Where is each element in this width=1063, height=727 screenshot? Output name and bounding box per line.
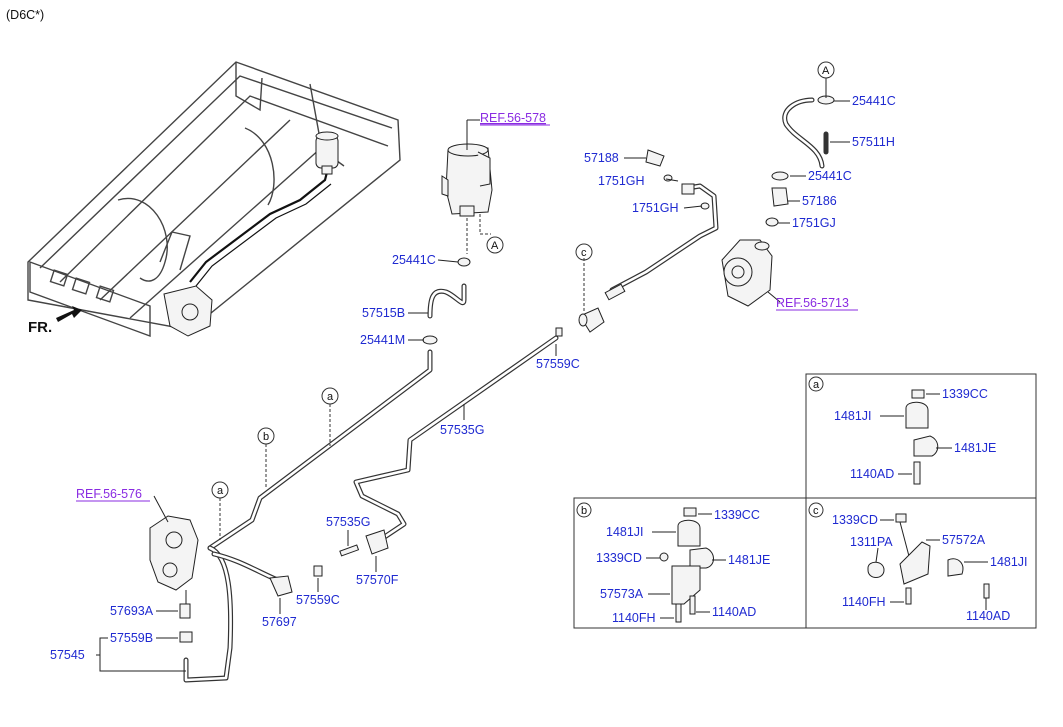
inset-a-1481JE[interactable]: 1481JE — [954, 441, 996, 455]
callout-a-upper — [321, 387, 339, 405]
part-57186[interactable]: 57186 — [802, 194, 837, 208]
part-57570F[interactable]: 57570F — [356, 573, 399, 587]
part-1751GH-2[interactable]: 1751GH — [632, 201, 679, 215]
inset-c-1140FH[interactable]: 1140FH — [842, 595, 886, 609]
inset-b-1339CC[interactable]: 1339CC — [714, 508, 760, 522]
callout-b-letter: b — [263, 431, 269, 443]
part-25441M[interactable]: 25441M — [360, 333, 405, 347]
inset-a-1339CC[interactable]: 1339CC — [942, 387, 988, 401]
inset-c-1481JI[interactable]: 1481JI — [990, 555, 1028, 569]
ref-56-5713-link[interactable]: REF.56-5713 — [776, 296, 849, 310]
part-1751GJ[interactable]: 1751GJ — [792, 216, 836, 230]
variant-label: (D6C*) — [6, 8, 44, 22]
ref-56-578-link[interactable]: REF.56-578 — [480, 111, 546, 125]
callout-A-mid-letter: A — [491, 240, 499, 252]
leaders — [96, 78, 850, 672]
inset-b-57573A[interactable]: 57573A — [600, 587, 644, 601]
part-25441C-mid[interactable]: 25441C — [808, 169, 852, 183]
callout-c — [575, 243, 593, 261]
callout-a-upper-letter: a — [327, 391, 334, 403]
part-57511H[interactable]: 57511H — [852, 135, 895, 149]
inset-a-1481JI[interactable]: 1481JI — [834, 409, 872, 423]
part-57535G-small[interactable]: 57535G — [326, 515, 370, 529]
inset-a-letter-circle — [808, 376, 824, 392]
callout-b — [257, 427, 275, 445]
inset-b-1481JI[interactable]: 1481JI — [606, 525, 644, 539]
inset-a-1140AD[interactable]: 1140AD — [850, 467, 894, 481]
inset-b-letter: b — [581, 505, 587, 517]
inset-c-letter-circle — [808, 502, 824, 518]
inset-c-1311PA[interactable]: 1311PA — [850, 535, 893, 549]
inset-c: c 1339CD 1311PA 57572A 1481JI 1140FH 114… — [805, 497, 1037, 629]
callout-a-lower-letter: a — [217, 485, 224, 497]
part-57188[interactable]: 57188 — [584, 151, 619, 165]
part-57559C-bottom[interactable]: 57559C — [296, 593, 340, 607]
part-25441C-left[interactable]: 25441C — [392, 253, 436, 267]
ref-56-576-link[interactable]: REF.56-576 — [76, 487, 142, 501]
small-fittings — [179, 95, 835, 643]
inset-b-1140FH[interactable]: 1140FH — [612, 611, 656, 625]
inset-c-letter: c — [813, 505, 819, 517]
inset-c-1140AD[interactable]: 1140AD — [966, 609, 1010, 623]
part-57515B[interactable]: 57515B — [362, 306, 405, 320]
part-57545[interactable]: 57545 — [50, 648, 85, 662]
fuel-filter-assembly — [441, 119, 493, 217]
part-1751GH-1[interactable]: 1751GH — [598, 174, 645, 188]
part-57559B[interactable]: 57559B — [110, 631, 153, 645]
inset-a: a 1339CC 1481JI 1481JE 1140AD — [805, 373, 1037, 499]
inset-b-letter-circle — [576, 502, 592, 518]
chassis-frame-illustration: FR. — [27, 61, 401, 338]
part-57535G-main[interactable]: 57535G — [440, 423, 484, 437]
feed-pump — [149, 515, 199, 604]
part-57559C-top[interactable]: 57559C — [536, 357, 580, 371]
callout-c-letter: c — [581, 247, 587, 259]
part-57697[interactable]: 57697 — [262, 615, 297, 629]
inset-b-1140AD[interactable]: 1140AD — [712, 605, 756, 619]
fuel-pipes — [183, 97, 829, 683]
part-57693A[interactable]: 57693A — [110, 604, 154, 618]
part-25441C-top[interactable]: 25441C — [852, 94, 896, 108]
callout-A-mid — [486, 236, 504, 254]
front-direction-label: FR. — [28, 319, 52, 336]
callout-A-top-letter: A — [822, 65, 830, 77]
inset-b: b 1339CC 1481JI 1339CD 1481JE 57573A 114… — [573, 497, 807, 629]
callout-A-top — [817, 61, 835, 79]
inset-b-1481JE[interactable]: 1481JE — [728, 553, 770, 567]
inset-a-letter: a — [813, 379, 820, 391]
callout-a-lower — [211, 481, 229, 499]
inset-b-1339CD[interactable]: 1339CD — [596, 551, 642, 565]
injection-pump — [721, 239, 773, 307]
inset-c-57572A[interactable]: 57572A — [942, 533, 986, 547]
inset-c-1339CD[interactable]: 1339CD — [832, 513, 878, 527]
